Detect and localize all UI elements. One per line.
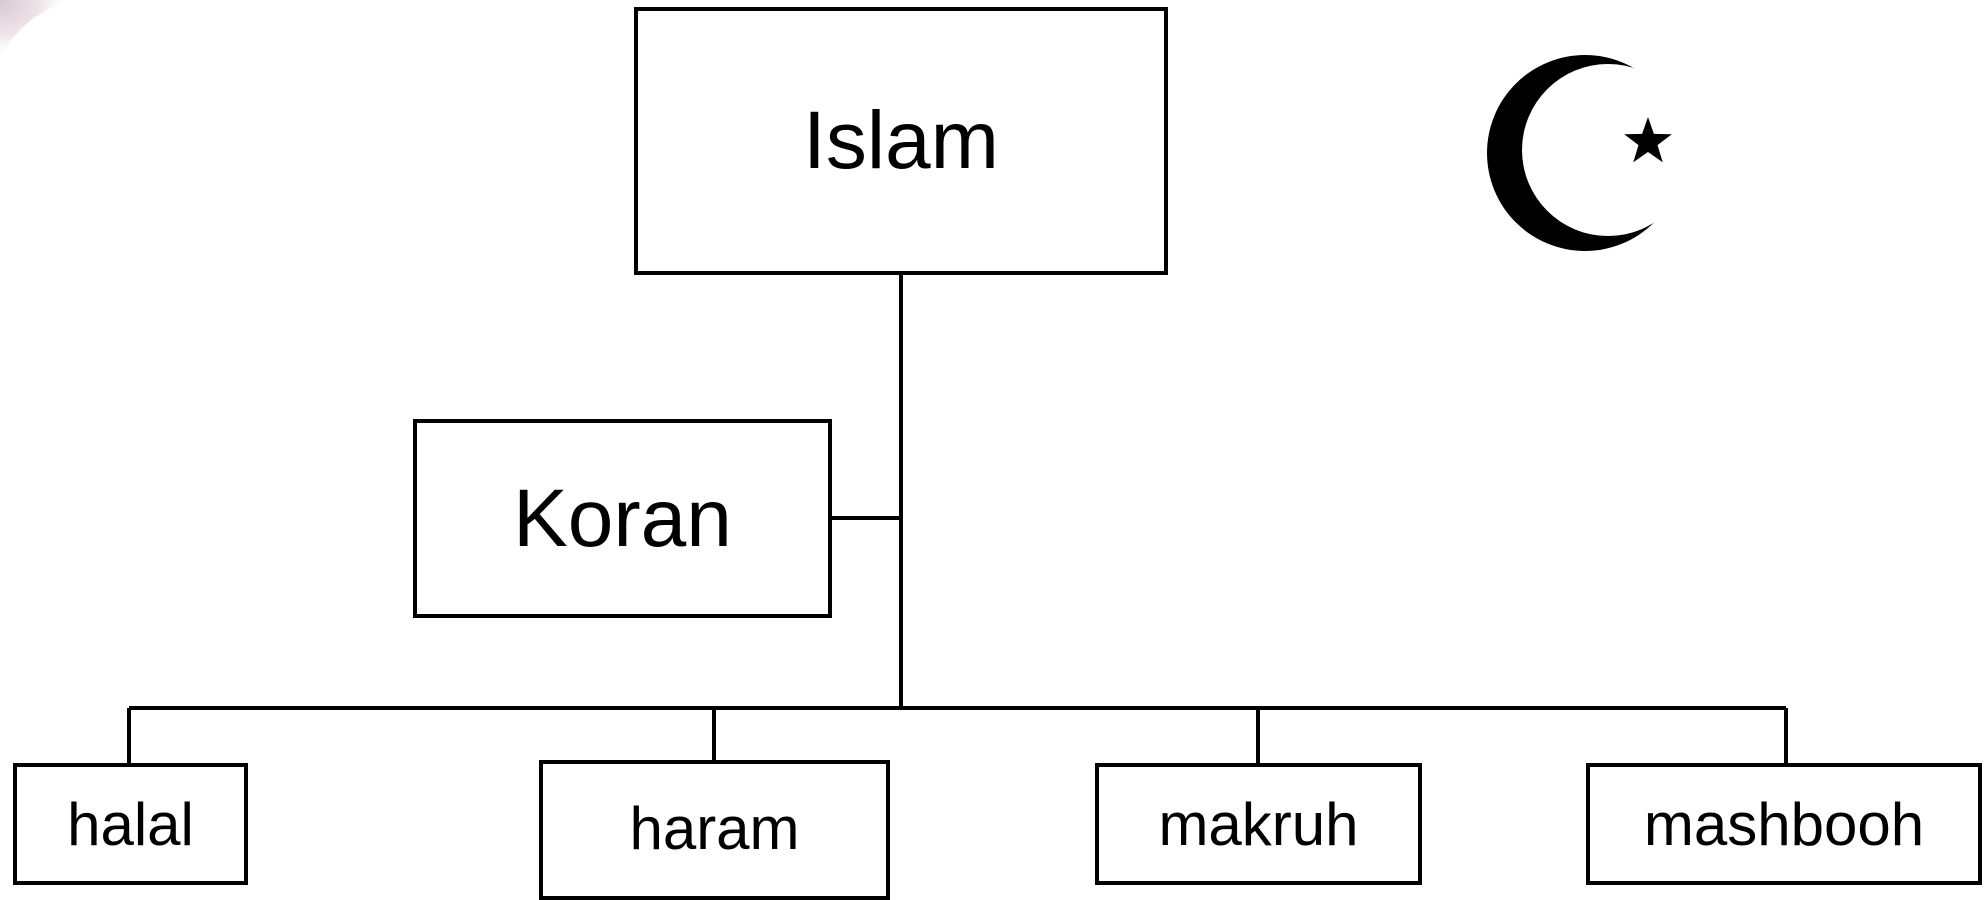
node-koran: Koran	[413, 419, 832, 618]
node-koran-label: Koran	[513, 472, 732, 564]
node-halal: halal	[13, 763, 248, 885]
node-halal-label: halal	[67, 790, 194, 858]
node-islam: Islam	[634, 7, 1168, 275]
node-makruh: makruh	[1095, 763, 1422, 885]
crescent-shape	[1487, 55, 1683, 251]
star-shape	[1624, 117, 1672, 163]
node-haram: haram	[539, 760, 890, 900]
node-mashbooh-label: mashbooh	[1643, 790, 1925, 858]
node-haram-label: haram	[629, 795, 800, 862]
crescent-and-star-icon	[1487, 55, 1683, 251]
corner-decoration	[0, 0, 70, 60]
node-islam-label: Islam	[803, 95, 999, 186]
node-makruh-label: makruh	[1158, 790, 1359, 858]
node-mashbooh: mashbooh	[1586, 763, 1982, 885]
